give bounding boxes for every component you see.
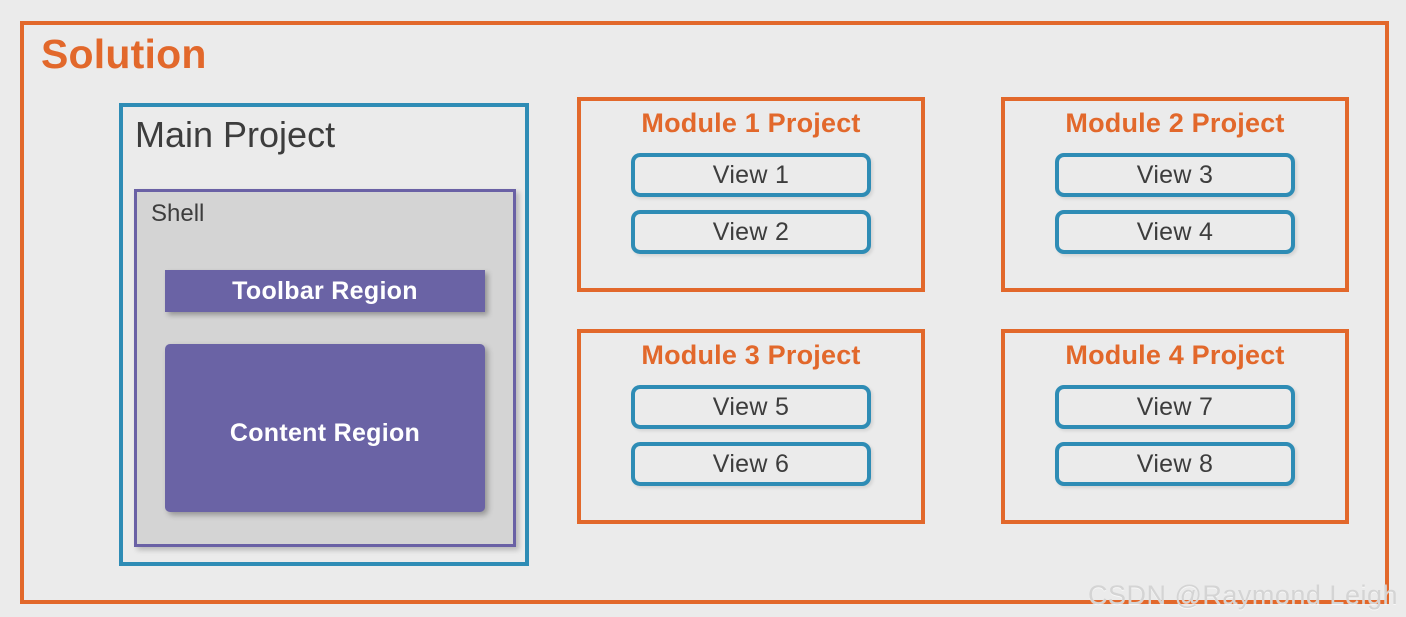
view-label: View 1 xyxy=(712,160,790,189)
view-label: View 6 xyxy=(712,449,790,478)
view-label: View 8 xyxy=(1136,449,1214,478)
shell-box: Shell Toolbar Region Content Region xyxy=(134,189,516,547)
module-1-project-title: Module 1 Project xyxy=(641,108,861,138)
view-box[interactable]: View 7 xyxy=(1055,385,1295,429)
module-4-project-box: Module 4 Project View 7 View 8 xyxy=(1001,329,1349,524)
solution-container: Solution Main Project Shell Toolbar Regi… xyxy=(20,21,1389,604)
module-1-project-box: Module 1 Project View 1 View 2 xyxy=(577,97,925,292)
view-box[interactable]: View 5 xyxy=(631,385,871,429)
view-label: View 5 xyxy=(712,392,790,421)
module-1-view-list: View 1 View 2 xyxy=(581,153,921,267)
content-region-label: Content Region xyxy=(229,419,421,447)
view-box[interactable]: View 6 xyxy=(631,442,871,486)
view-label: View 7 xyxy=(1136,392,1214,421)
main-project-title: Main Project xyxy=(135,114,336,155)
module-3-view-list: View 5 View 6 xyxy=(581,385,921,499)
module-3-project-title: Module 3 Project xyxy=(641,340,861,370)
view-box[interactable]: View 4 xyxy=(1055,210,1295,254)
module-2-project-box: Module 2 Project View 3 View 4 xyxy=(1001,97,1349,292)
module-2-project-title: Module 2 Project xyxy=(1065,108,1285,138)
solution-title: Solution xyxy=(41,31,207,77)
view-label: View 3 xyxy=(1136,160,1214,189)
toolbar-region: Toolbar Region xyxy=(165,270,485,312)
view-box[interactable]: View 3 xyxy=(1055,153,1295,197)
module-4-view-list: View 7 View 8 xyxy=(1005,385,1345,499)
module-4-project-title: Module 4 Project xyxy=(1065,340,1285,370)
view-box[interactable]: View 1 xyxy=(631,153,871,197)
main-project-box: Main Project Shell Toolbar Region Conten… xyxy=(119,103,529,566)
module-2-view-list: View 3 View 4 xyxy=(1005,153,1345,267)
toolbar-region-label: Toolbar Region xyxy=(232,276,418,305)
view-box[interactable]: View 8 xyxy=(1055,442,1295,486)
view-label: View 4 xyxy=(1136,217,1214,246)
view-label: View 2 xyxy=(712,217,790,246)
shell-title: Shell xyxy=(151,200,205,227)
module-3-project-box: Module 3 Project View 5 View 6 xyxy=(577,329,925,524)
content-region: Content Region xyxy=(165,344,485,512)
view-box[interactable]: View 2 xyxy=(631,210,871,254)
